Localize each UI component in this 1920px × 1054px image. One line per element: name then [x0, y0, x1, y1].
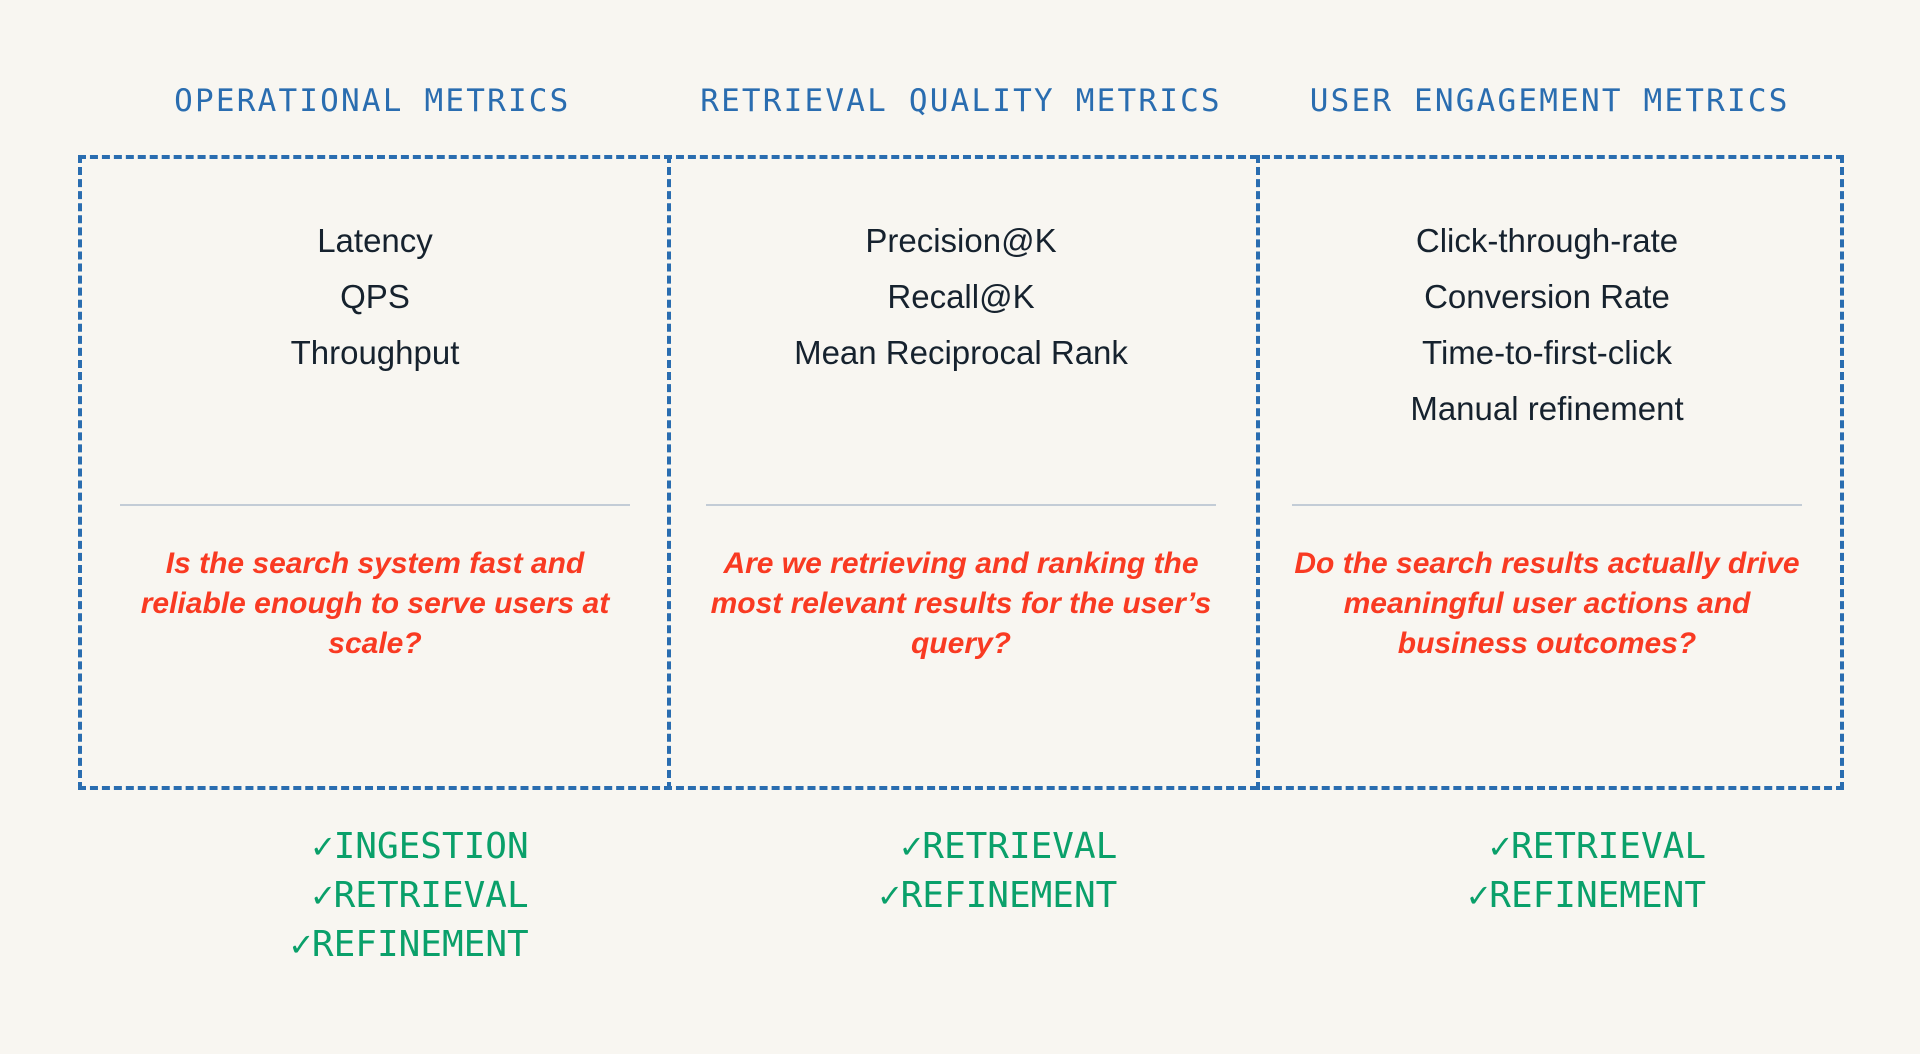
checklist-item: ✓REFINEMENT: [290, 920, 528, 969]
dashed-metrics-frame: Latency QPS Throughput Is the search sys…: [78, 155, 1844, 790]
checklist-item-label: RETRIEVAL: [333, 875, 529, 916]
checklist-item-label: RETRIEVAL: [1510, 826, 1707, 867]
checklist-item: ✓RETRIEVAL: [1489, 822, 1706, 871]
check-icon: ✓: [311, 826, 334, 867]
column-header-user-engagement: USER ENGAGEMENT METRICS: [1309, 83, 1790, 119]
checklist-item: ✓RETRIEVAL: [901, 822, 1118, 871]
check-icon: ✓: [1489, 826, 1511, 867]
column-divider-1: [667, 155, 671, 790]
metric-item: Throughput: [290, 334, 460, 371]
check-icon: ✓: [878, 875, 901, 916]
metric-item: Click-through-rate: [1415, 222, 1679, 259]
metric-list-retrieval-quality: Precision@K Recall@K Mean Reciprocal Ran…: [706, 213, 1216, 381]
metric-list-operational: Latency QPS Throughput: [120, 213, 630, 381]
metric-item: Mean Reciprocal Rank: [794, 334, 1128, 371]
metric-item: QPS: [340, 278, 410, 315]
checklist-item: ✓REFINEMENT: [879, 871, 1117, 920]
cell-divider-rule: [120, 504, 630, 506]
guiding-question-user-engagement: Do the search results actually drive mea…: [1294, 547, 1800, 660]
metric-item: Conversion Rate: [1424, 278, 1670, 315]
check-icon: ✓: [900, 826, 923, 867]
checklist-operational: ✓INGESTION ✓RETRIEVAL ✓REFINEMENT: [78, 822, 667, 969]
guiding-question-operational: Is the search system fast and reliable e…: [140, 547, 610, 660]
column-header-retrieval-quality: RETRIEVAL QUALITY METRICS: [700, 83, 1222, 119]
metrics-cell-retrieval-quality: Precision@K Recall@K Mean Reciprocal Ran…: [668, 159, 1254, 786]
checklist-item-label: REFINEMENT: [900, 875, 1118, 916]
stage-checklists: ✓INGESTION ✓RETRIEVAL ✓REFINEMENT ✓RETRI…: [78, 822, 1844, 969]
metric-item: Latency: [317, 222, 433, 259]
column-headers: OPERATIONAL METRICS RETRIEVAL QUALITY ME…: [78, 70, 1844, 132]
checklist-user-engagement: ✓RETRIEVAL ✓REFINEMENT: [1255, 822, 1844, 969]
checklist-item-label: REFINEMENT: [1489, 875, 1707, 916]
metric-item: Manual refinement: [1410, 390, 1684, 427]
checklist-item: ✓INGESTION: [312, 822, 529, 871]
metric-item: Recall@K: [887, 278, 1035, 315]
checklist-item-label: INGESTION: [333, 826, 529, 867]
metrics-cell-user-engagement: Click-through-rate Conversion Rate Time-…: [1254, 159, 1840, 786]
checklist-item-label: REFINEMENT: [311, 924, 529, 965]
guiding-question-retrieval-quality: Are we retrieving and ranking the most r…: [710, 547, 1212, 660]
metrics-cell-operational: Latency QPS Throughput Is the search sys…: [82, 159, 668, 786]
column-header-operational: OPERATIONAL METRICS: [174, 83, 571, 119]
checklist-retrieval-quality: ✓RETRIEVAL ✓REFINEMENT: [667, 822, 1256, 969]
checklist-item: ✓REFINEMENT: [1468, 871, 1706, 920]
metric-list-user-engagement: Click-through-rate Conversion Rate Time-…: [1292, 213, 1802, 437]
checklist-item: ✓RETRIEVAL: [312, 871, 529, 920]
metric-item: Precision@K: [865, 222, 1057, 259]
check-icon: ✓: [311, 875, 334, 916]
checklist-item-label: RETRIEVAL: [922, 826, 1118, 867]
check-icon: ✓: [290, 924, 312, 965]
metric-item: Time-to-first-click: [1422, 334, 1672, 371]
cell-divider-rule: [706, 504, 1216, 506]
check-icon: ✓: [1467, 875, 1490, 916]
column-divider-2: [1256, 155, 1260, 790]
cell-divider-rule: [1292, 504, 1802, 506]
